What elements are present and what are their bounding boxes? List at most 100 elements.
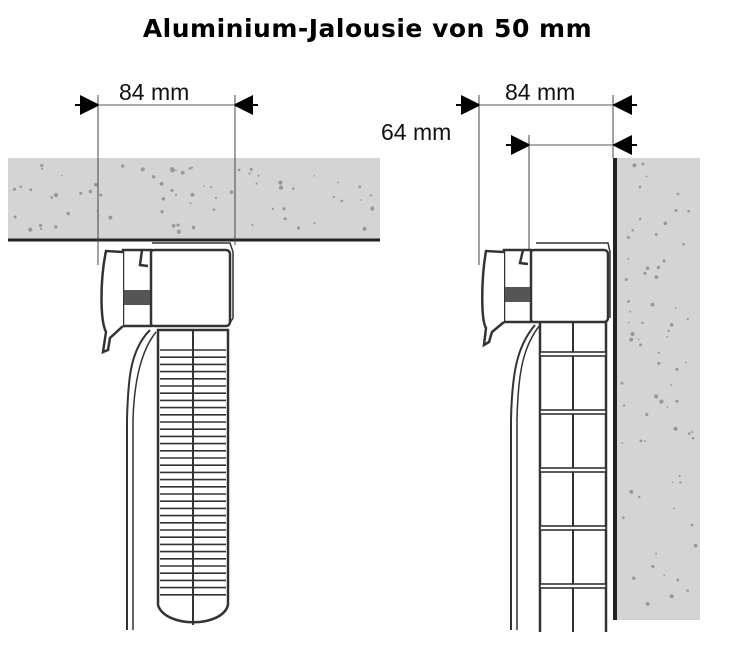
ceiling-headrail (100, 242, 234, 630)
concrete-speck (41, 167, 44, 170)
wall-headrail (481, 242, 611, 630)
concrete-speck (643, 271, 647, 275)
concrete-speck (175, 169, 177, 172)
concrete-speck (283, 217, 287, 221)
ceiling-dimension: 84 mm (75, 79, 258, 265)
concrete-speck (180, 170, 185, 175)
wall-width-label: 84 mm (505, 79, 575, 105)
concrete-speck (171, 223, 176, 228)
concrete-speck (170, 167, 175, 172)
concrete-speck (237, 168, 241, 172)
concrete-speck (629, 310, 632, 313)
concrete-speck (12, 187, 17, 191)
concrete-speck (626, 235, 630, 239)
concrete-speck (151, 175, 156, 179)
concrete-speck (687, 432, 691, 435)
concrete-speck (654, 232, 658, 236)
concrete-speck (641, 162, 645, 166)
concrete-speck (271, 207, 275, 210)
concrete-speck (28, 227, 33, 232)
concrete-speck (362, 226, 367, 231)
concrete-speck (638, 185, 642, 189)
concrete-speck (313, 174, 316, 177)
concrete-speck (678, 474, 681, 477)
concrete-speck (189, 202, 192, 205)
concrete-speck (340, 199, 344, 203)
concrete-speck (645, 266, 650, 271)
concrete-speck (251, 223, 254, 226)
ceiling-concrete (8, 158, 380, 242)
concrete-speck (140, 167, 145, 172)
concrete-speck (679, 481, 682, 484)
wall-concrete (613, 158, 700, 620)
concrete-speck (638, 495, 641, 499)
concrete-speck (360, 199, 363, 201)
concrete-speck (651, 564, 655, 568)
concrete-speck (170, 188, 174, 192)
concrete-speck (248, 172, 251, 175)
concrete-speck (29, 188, 33, 192)
concrete-speck (686, 317, 689, 321)
concrete-speck (212, 208, 216, 212)
concrete-speck (653, 394, 659, 399)
concrete-speck (666, 406, 669, 409)
concrete-speck (627, 321, 630, 324)
concrete-speck (50, 196, 54, 199)
concrete-speck (121, 164, 125, 168)
concrete-speck (174, 193, 178, 196)
concrete-speck (624, 278, 628, 282)
concrete-speck (627, 257, 630, 260)
concrete-speck (278, 180, 283, 185)
concrete-speck (691, 436, 695, 440)
concrete-speck (188, 167, 192, 170)
concrete-speck (675, 399, 679, 403)
concrete-speck (292, 187, 295, 190)
concrete-speck (278, 185, 284, 190)
concrete-speck (203, 185, 205, 187)
concrete-speck (621, 441, 624, 444)
concrete-speck (630, 331, 635, 337)
concrete-speck (79, 191, 83, 195)
concrete-speck (650, 302, 655, 307)
concrete-speck (674, 307, 677, 309)
concrete-speck (19, 185, 23, 188)
concrete-speck (639, 439, 643, 443)
slat (539, 583, 607, 589)
concrete-speck (99, 193, 103, 197)
concrete-speck (54, 225, 58, 229)
concrete-speck (673, 426, 678, 431)
concrete-speck (66, 211, 70, 216)
concrete-speck (645, 601, 650, 606)
concrete-speck (644, 440, 646, 442)
concrete-speck (620, 381, 624, 385)
ceiling-width-label: 84 mm (119, 79, 189, 105)
concrete-speck (693, 543, 698, 548)
concrete-speck (691, 431, 694, 434)
concrete-speck (629, 489, 634, 494)
concrete-speck (88, 189, 93, 194)
concrete-speck (282, 207, 286, 211)
concrete-speck (641, 321, 644, 324)
concrete-speck (676, 578, 680, 582)
concrete-speck (371, 209, 374, 212)
concrete-speck (645, 175, 648, 178)
concrete-speck (629, 337, 634, 342)
concrete-speck (108, 215, 113, 220)
concrete-speck (675, 367, 679, 371)
concrete-speck (38, 223, 43, 228)
concrete-speck (638, 217, 642, 221)
concrete-speck (358, 185, 362, 189)
concrete-speck (176, 229, 181, 234)
concrete-speck (659, 399, 664, 404)
concrete-speck (621, 516, 625, 520)
concrete-speck (190, 166, 194, 169)
concrete-speck (676, 192, 680, 196)
concrete-speck (686, 589, 689, 592)
concrete-speck (627, 299, 630, 303)
concrete-speck (631, 228, 634, 232)
concrete-speck (337, 181, 340, 184)
concrete-speck (645, 412, 649, 416)
concrete-speck (176, 223, 180, 227)
concrete-speck (93, 182, 98, 187)
